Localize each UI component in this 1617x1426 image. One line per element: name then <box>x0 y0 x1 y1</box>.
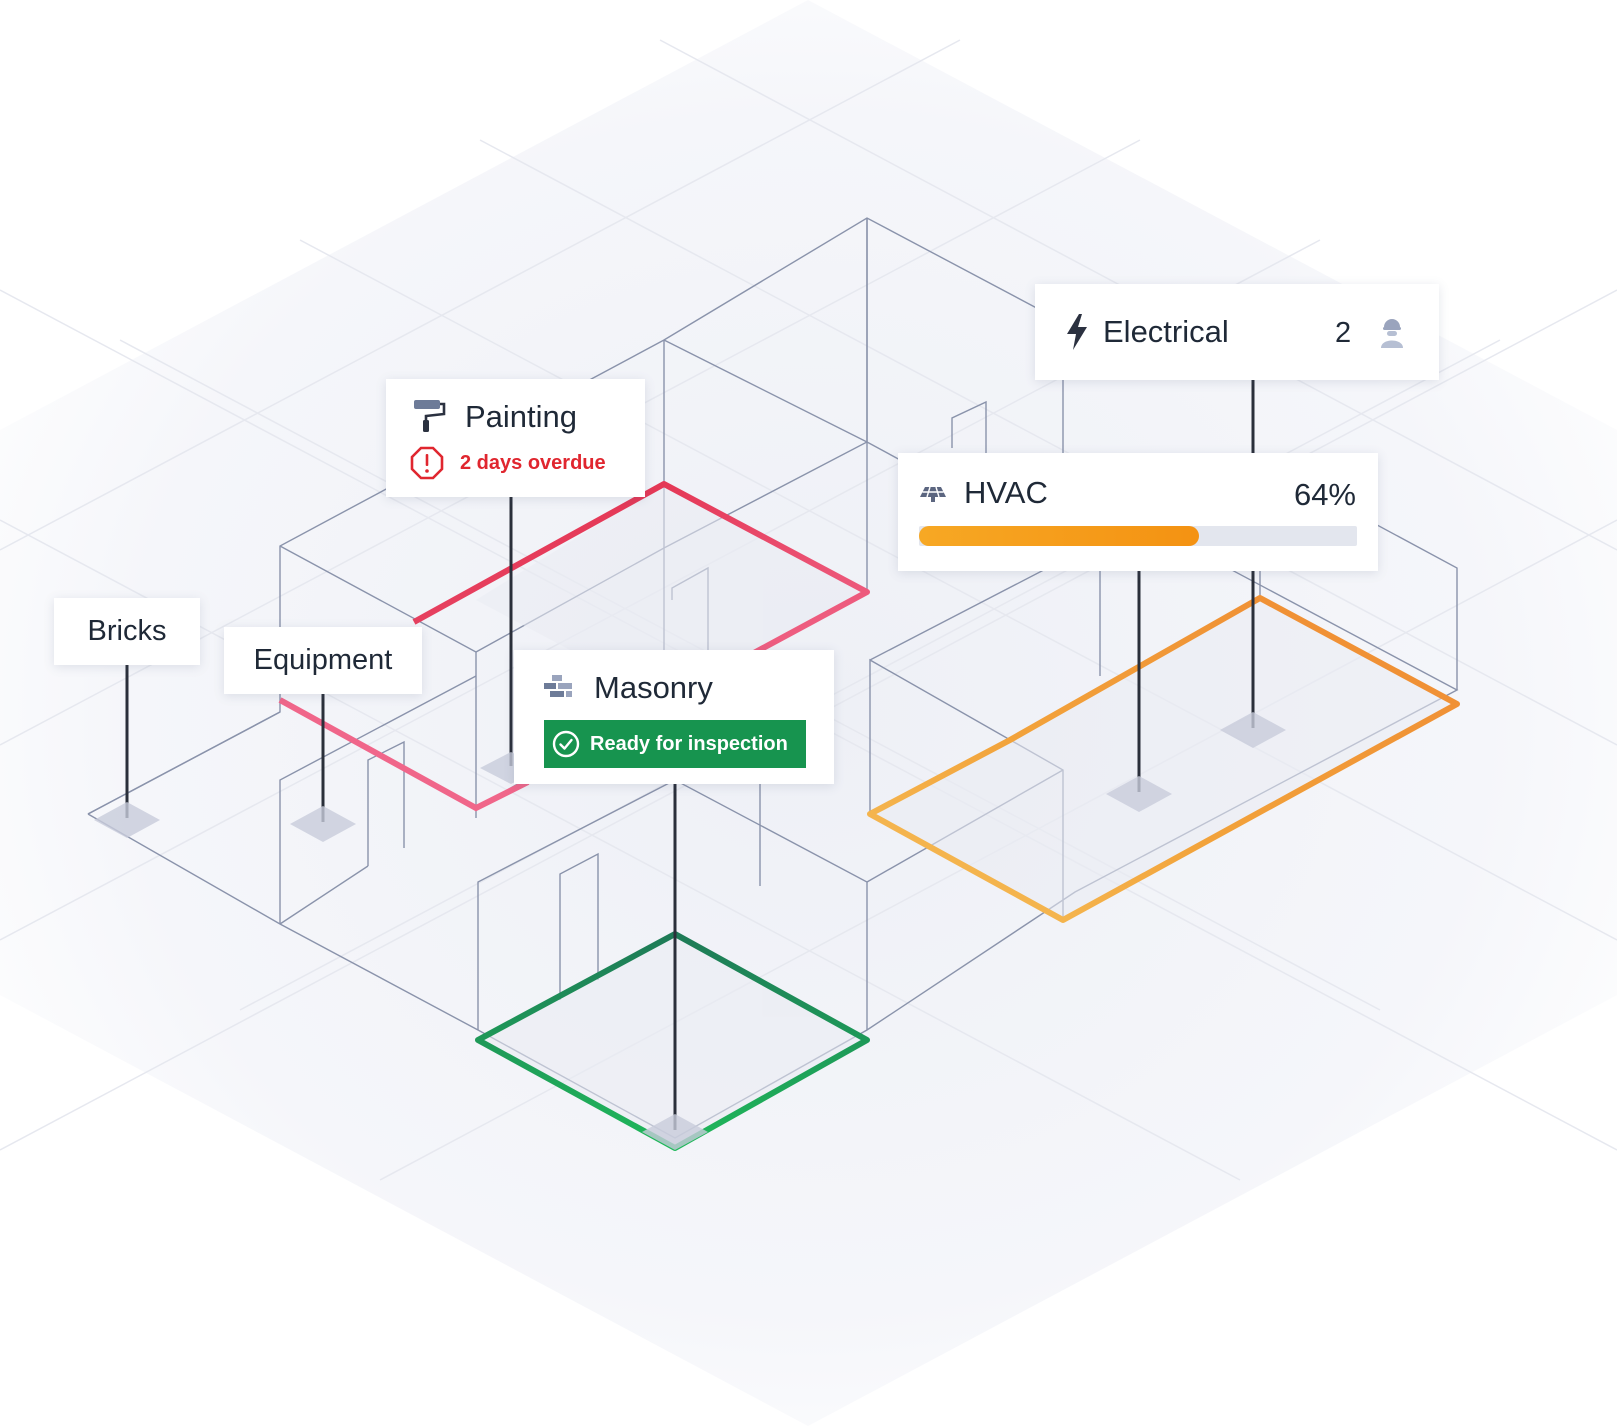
hvac-progress-fill <box>919 526 1200 546</box>
leader-lines <box>125 380 1255 1130</box>
bolt-icon <box>1067 314 1087 350</box>
check-circle-icon <box>552 730 580 758</box>
masonry-card[interactable]: Masonry Ready for inspection <box>514 650 834 784</box>
painting-zone-outline <box>412 481 870 657</box>
painting-card[interactable]: Painting 2 days overdue <box>386 379 645 497</box>
alert-octagon-icon <box>410 446 444 480</box>
bricks-label: Bricks <box>87 615 167 647</box>
equipment-label: Equipment <box>253 644 393 676</box>
bricks-card[interactable]: Bricks <box>54 598 200 665</box>
paint-roller-icon <box>414 400 446 432</box>
worker-icon <box>1381 319 1403 348</box>
electrical-label: Electrical <box>1103 314 1229 349</box>
hvac-label: HVAC <box>964 475 1048 510</box>
worker-count: 2 <box>1335 317 1352 349</box>
inspection-status-label: Ready for inspection <box>590 732 788 755</box>
painting-label: Painting <box>465 399 578 434</box>
hvac-progress-bar <box>919 526 1357 546</box>
bricks-icon <box>544 675 572 697</box>
equipment-card[interactable]: Equipment <box>224 627 422 694</box>
masonry-label: Masonry <box>594 670 713 705</box>
overdue-status: 2 days overdue <box>460 452 606 474</box>
painting-zone-outline-lower <box>278 697 530 812</box>
inspection-status-badge: Ready for inspection <box>544 720 806 768</box>
electrical-card[interactable]: Electrical 2 <box>1035 284 1439 380</box>
hvac-progress-text: 64% <box>1293 477 1356 512</box>
solar-panel-icon <box>920 486 946 502</box>
hvac-zone-outline <box>867 595 1460 923</box>
hvac-card[interactable]: HVAC 64% <box>898 453 1378 571</box>
